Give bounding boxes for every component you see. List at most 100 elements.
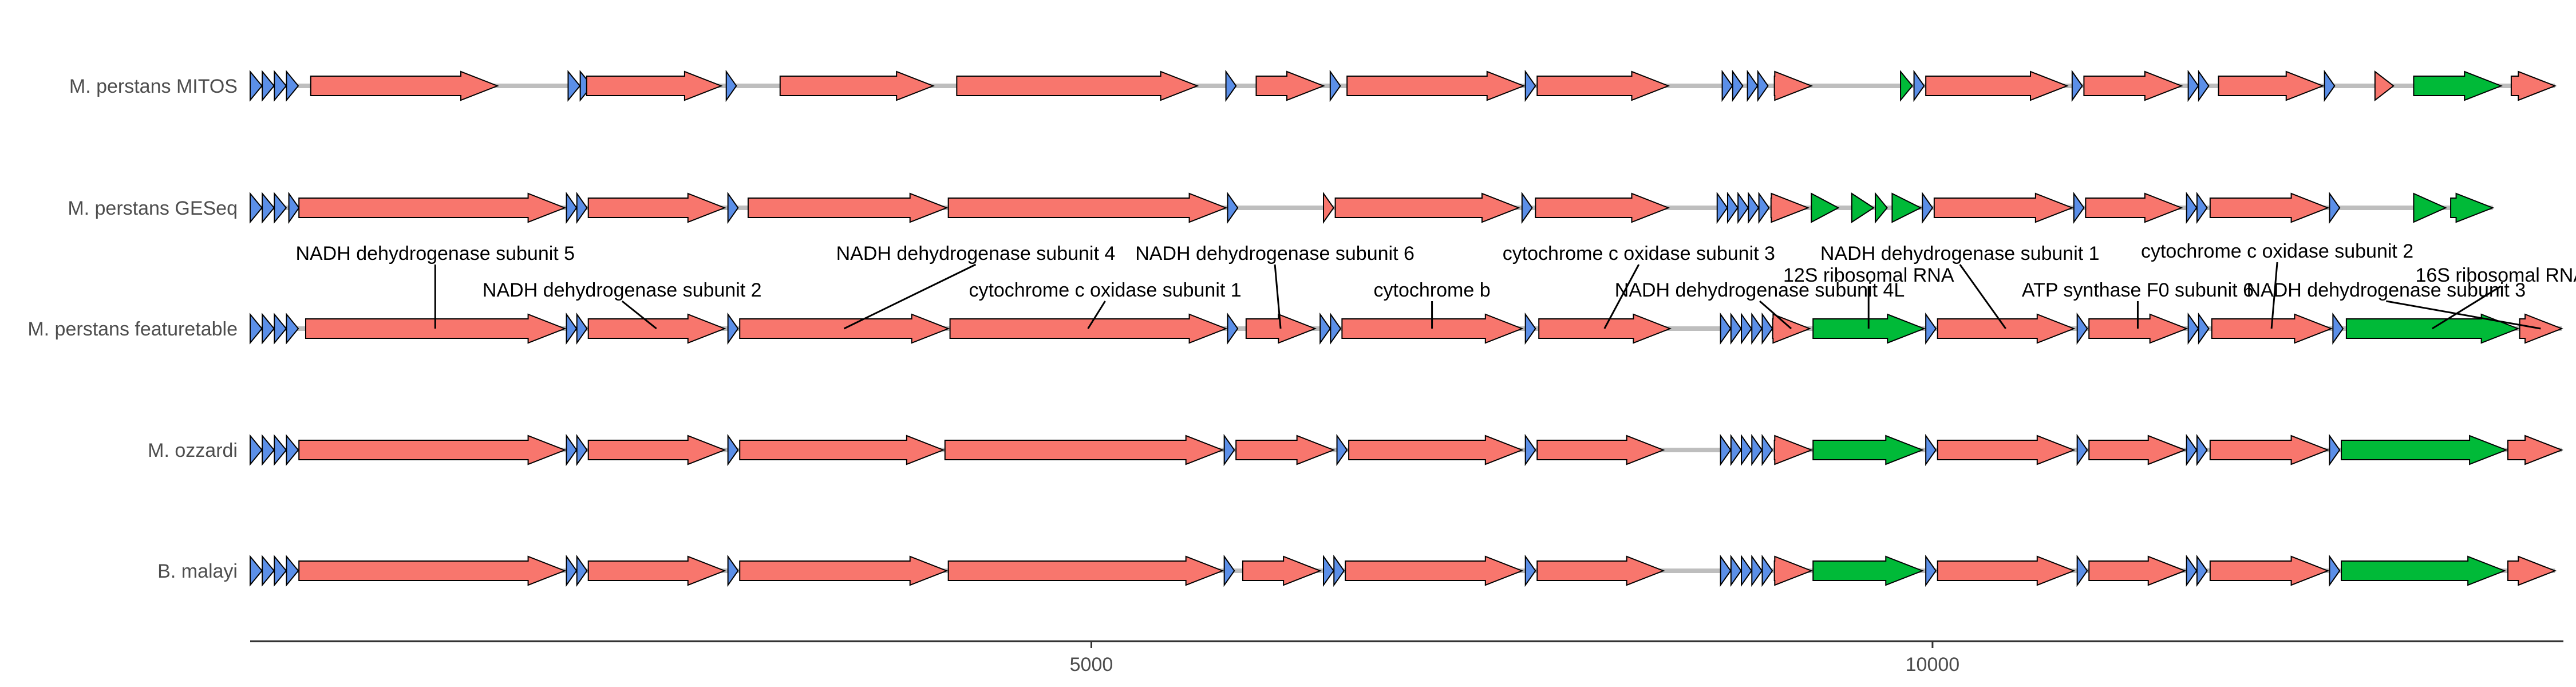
- trna-gene-arrow: [1761, 433, 1773, 467]
- trna-gene-arrow: [1227, 312, 1239, 345]
- protein-gene-arrow: [947, 555, 1224, 586]
- gene-label-leader: [621, 300, 657, 330]
- gene-label: cytochrome c oxidase subunit 1: [969, 279, 1241, 301]
- trna-gene-arrow: [566, 312, 578, 345]
- trna-gene-arrow: [250, 434, 263, 466]
- rrna-gene-arrow: [2341, 435, 2508, 465]
- track-4: M. ozzardi: [148, 433, 2563, 467]
- rrna-gene-arrow: [1811, 192, 1840, 223]
- protein-gene-arrow: [739, 555, 949, 586]
- trna-gene-arrow: [286, 313, 299, 345]
- tracks-layer: M. perstans MITOS M. perstans GESeq M. per…: [27, 69, 2563, 587]
- trna-gene-arrow: [1330, 312, 1342, 345]
- protein-gene-arrow: [1235, 435, 1336, 465]
- trna-gene-arrow: [1741, 433, 1752, 467]
- trna-gene-arrow: [1726, 191, 1739, 224]
- protein-gene-arrow: [747, 192, 949, 223]
- trna-gene-arrow: [288, 191, 300, 224]
- trna-gene-arrow: [576, 312, 588, 345]
- trna-gene-arrow: [1524, 554, 1536, 587]
- rrna-gene-arrow: [2450, 192, 2495, 223]
- trna-gene-arrow: [2329, 191, 2341, 224]
- protein-gene-arrow: [298, 435, 567, 465]
- trna-gene-arrow: [1716, 191, 1728, 224]
- protein-gene-arrow: [1346, 70, 1526, 101]
- trna-gene-arrow: [250, 70, 263, 102]
- protein-gene-arrow: [587, 435, 726, 465]
- protein-gene-arrow: [298, 555, 567, 586]
- trna-gene-arrow: [1223, 433, 1235, 467]
- trna-gene-arrow: [1751, 433, 1763, 467]
- trna-gene-arrow: [2329, 433, 2341, 467]
- gene-label: cytochrome c oxidase subunit 3: [1503, 243, 1775, 264]
- trna-gene-arrow: [2076, 433, 2088, 467]
- trna-gene-arrow: [727, 433, 739, 467]
- trna-gene-arrow: [262, 313, 275, 345]
- trna-gene-arrow: [1758, 191, 1770, 224]
- protein-gene-arrow: [2218, 70, 2325, 101]
- gene-label-leader: [1603, 264, 1640, 329]
- protein-gene-arrow: [1535, 192, 1670, 223]
- gene-label: NADH dehydrogenase subunit 4: [836, 243, 1116, 264]
- trna-gene-arrow: [566, 191, 578, 224]
- trna-gene-arrow: [286, 555, 299, 587]
- track-1: M. perstans MITOS: [69, 69, 2557, 102]
- trna-gene-arrow: [1730, 554, 1742, 587]
- protein-gene-arrow: [947, 192, 1228, 223]
- trna-gene-arrow: [1737, 191, 1749, 224]
- trna-gene-arrow: [274, 70, 287, 102]
- protein-gene-arrow: [1937, 435, 2076, 465]
- trna-gene-arrow: [2073, 191, 2085, 224]
- gene-label-leader: [2431, 285, 2502, 330]
- protein-gene-arrow: [944, 435, 1224, 465]
- protein-gene-arrow: [1536, 555, 1665, 586]
- protein-gene-arrow: [1773, 70, 1814, 101]
- protein-gene-arrow: [310, 70, 499, 101]
- protein-gene-arrow: [2083, 70, 2183, 101]
- trna-gene-arrow: [262, 434, 275, 466]
- rrna-gene-arrow: [1812, 555, 1925, 586]
- gene-label-leader: [1087, 301, 1106, 329]
- trna-gene-arrow: [2187, 69, 2199, 102]
- trna-gene-arrow: [727, 554, 739, 587]
- trna-gene-arrow: [1913, 69, 1925, 102]
- trna-gene-arrow: [2196, 433, 2208, 467]
- trna-gene-arrow: [2076, 312, 2088, 345]
- trna-gene-arrow: [1720, 554, 1732, 587]
- trna-gene-arrow: [1925, 554, 1937, 587]
- gene-label-leader: [2386, 300, 2541, 330]
- track-label: M. perstans featuretable: [27, 318, 238, 340]
- trna-gene-arrow: [1521, 191, 1533, 224]
- gene-label: ATP synthase F0 subunit 6: [2022, 279, 2254, 301]
- protein-gene-arrow: [2209, 435, 2330, 465]
- gene-label: NADH dehydrogenase subunit 4L: [1615, 279, 1905, 301]
- trna-gene-arrow: [1319, 312, 1332, 345]
- track-5: B. malayi: [157, 554, 2557, 587]
- trna-gene-arrow: [262, 70, 275, 102]
- gene-label: cytochrome b: [1374, 279, 1491, 301]
- trna-gene-arrow: [576, 433, 588, 467]
- gene-label-leader: [1959, 264, 2006, 329]
- trna-gene-arrow: [576, 554, 588, 587]
- gene-label-leader: [2270, 262, 2278, 329]
- gene-label: NADH dehydrogenase subunit 6: [1135, 243, 1415, 264]
- protein-gene-arrow: [1937, 555, 2076, 586]
- protein-gene-arrow: [2088, 555, 2187, 586]
- trna-gene-arrow: [262, 192, 275, 224]
- protein-gene-arrow: [1242, 555, 1322, 586]
- trna-gene-arrow: [1748, 191, 1760, 224]
- track-label: M. ozzardi: [148, 440, 238, 461]
- trna-gene-arrow: [1323, 554, 1334, 587]
- trna-gene-arrow: [1741, 312, 1752, 345]
- trna-gene-arrow: [1524, 312, 1536, 345]
- trna-gene-arrow: [250, 555, 263, 587]
- trna-gene-arrow: [2196, 191, 2208, 224]
- trna-gene-arrow: [1333, 554, 1345, 587]
- trna-gene-arrow: [1741, 554, 1752, 587]
- track-2: M. perstans GESeq: [68, 191, 2495, 224]
- trna-gene-arrow: [1720, 312, 1732, 345]
- track-label: B. malayi: [157, 560, 238, 582]
